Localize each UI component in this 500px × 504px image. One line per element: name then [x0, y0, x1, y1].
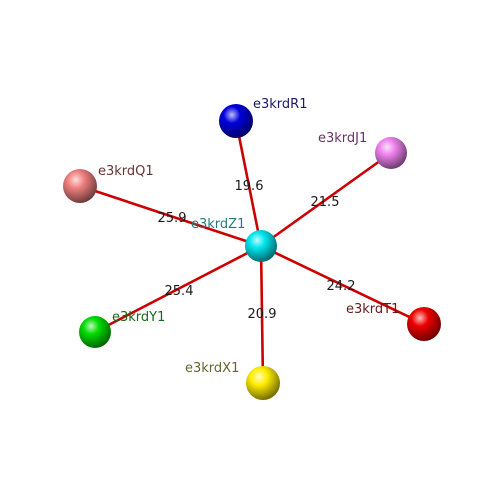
node-label-q1: e3krdQ1 [98, 164, 154, 179]
node-x1 [246, 366, 280, 400]
node-y1 [79, 316, 111, 348]
distance-labels-layer: 19.6 21.5 25.9 25.4 20.9 24.2 [158, 179, 356, 322]
edge-x1 [259, 244, 265, 385]
edge-y1 [93, 244, 263, 334]
node-label-z1: e3krdZ1 [191, 217, 245, 232]
edges-layer [78, 119, 426, 385]
node-labels-layer: e3krdR1 e3krdJ1 e3krdQ1 e3krdY1 e3krdX1 e3krd… [98, 97, 399, 376]
distance-label-r1: 19.6 [235, 179, 264, 194]
node-r1 [219, 104, 253, 138]
distance-label-y1: 25.4 [165, 284, 194, 299]
edge-t1 [259, 244, 426, 326]
node-label-j1: e3krdJ1 [318, 131, 367, 146]
distance-label-x1: 20.9 [248, 307, 277, 322]
node-t1 [407, 307, 441, 341]
distance-label-j1: 21.5 [311, 195, 340, 210]
node-label-r1: e3krdR1 [253, 97, 307, 112]
node-label-x1: e3krdX1 [185, 361, 239, 376]
edge-q1 [78, 184, 263, 248]
distance-label-q1: 25.9 [158, 211, 187, 226]
node-label-t1: e3krdT1 [346, 302, 399, 317]
node-z1 [245, 230, 277, 262]
node-j1 [375, 137, 407, 169]
nodes-layer [63, 104, 441, 400]
edge-r1 [234, 119, 263, 248]
distance-label-t1: 24.2 [327, 279, 356, 294]
node-q1 [63, 169, 97, 203]
edge-j1 [259, 151, 393, 248]
node-label-y1: e3krdY1 [112, 310, 165, 325]
